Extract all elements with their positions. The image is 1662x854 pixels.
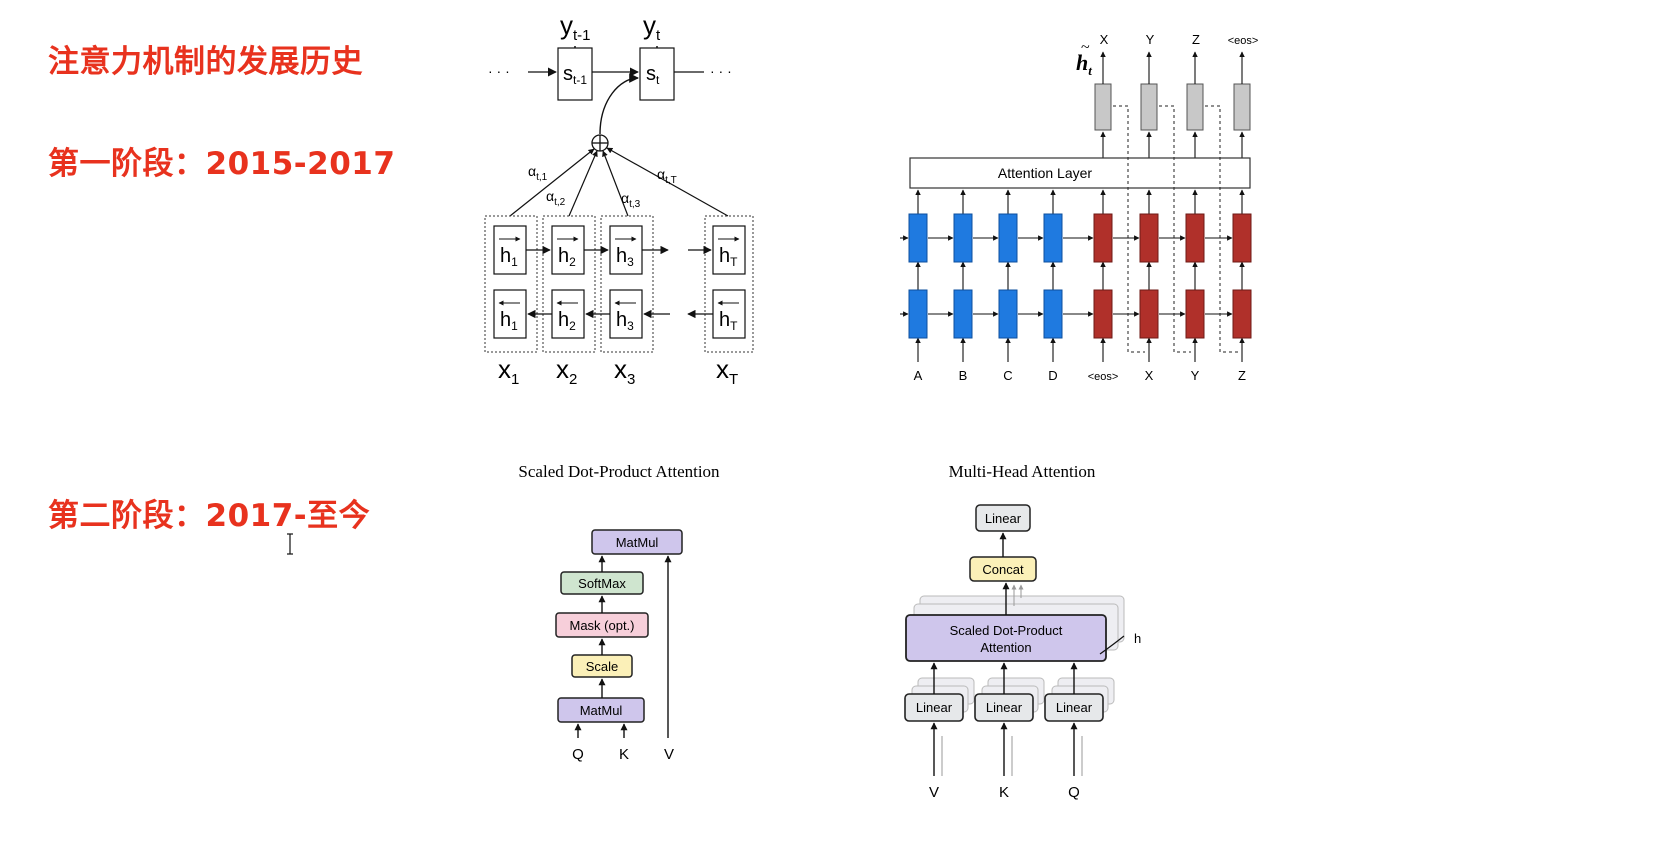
y-prev-label: yt-1 <box>560 10 591 44</box>
luong-in-Z: Z <box>1238 368 1246 383</box>
backward-states: h1 h2 h3 hT <box>493 289 746 339</box>
s-prev-box <box>557 47 593 101</box>
sdpa-matmul-bottom-label: MatMul <box>580 703 623 718</box>
h-backward-2: h2 <box>558 309 576 333</box>
encoder-boxes <box>908 213 1063 339</box>
h-backward-1: h1 <box>500 309 518 333</box>
attention-layer-box <box>909 157 1251 189</box>
forward-states: h1 h2 h3 hT <box>493 225 746 275</box>
alpha-tT: αt,T <box>657 166 677 186</box>
sdpa-matmul-top-label: MatMul <box>616 535 659 550</box>
page-title: 注意力机制的发展历史 <box>48 44 363 80</box>
mha-title: Multi-Head Attention <box>949 462 1096 481</box>
h-backward-T: hT <box>719 309 738 333</box>
mha-input-K: K <box>999 784 1009 801</box>
decoder-boxes <box>1093 213 1252 339</box>
luong-in-D: D <box>1048 368 1057 383</box>
luong-attention-diagram: ht ~ X Y Z <eos> Attention Layer <box>900 32 1258 383</box>
luong-out-Y: Y <box>1146 32 1155 47</box>
luong-out-eos: <eos> <box>1228 35 1259 47</box>
mha-input-V: V <box>929 784 939 801</box>
luong-in-Y: Y <box>1191 368 1200 383</box>
multi-head-diagram: Multi-Head Attention Linear Concat Scale… <box>904 462 1141 801</box>
h-forward-1: h1 <box>500 245 518 269</box>
mha-linear-top <box>975 504 1031 532</box>
column-T <box>704 215 754 353</box>
linear-v-label: Linear <box>916 700 953 715</box>
tilde-mark: ~ <box>1081 39 1090 56</box>
luong-output-boxes <box>1094 83 1251 131</box>
sdpa-matmul-top <box>591 529 683 555</box>
dots-right: · · · <box>710 63 732 79</box>
luong-in-eos: <eos> <box>1088 371 1119 383</box>
scaled-dot-product-diagram: Scaled Dot-Product Attention MatMul Soft… <box>518 462 720 763</box>
linear-k-label: Linear <box>986 700 1023 715</box>
dots-left: · · · <box>488 63 510 79</box>
sdpa-title: Scaled Dot-Product Attention <box>518 462 720 481</box>
stage-two-heading: 第二阶段：2017-至今 <box>48 498 371 534</box>
text-cursor-icon <box>287 533 293 555</box>
bahdanau-attention-diagram: yt-1 yt st-1 st · · · · · · αt,1 αt,2 αt… <box>484 10 754 388</box>
mask-label: Mask (opt.) <box>569 618 634 633</box>
scale-label: Scale <box>586 659 619 674</box>
alpha-t3: αt,3 <box>621 190 641 210</box>
h-forward-3: h3 <box>616 245 634 269</box>
mha-sdpa-label-2: Attention <box>980 640 1031 655</box>
mha-input-Q: Q <box>1068 784 1080 801</box>
s-cur-box <box>639 47 675 101</box>
luong-out-Z: Z <box>1192 32 1200 47</box>
y-cur-label: yt <box>643 10 661 44</box>
x-3: x3 <box>614 354 635 388</box>
h-forward-T: hT <box>719 245 738 269</box>
luong-out-X: X <box>1100 32 1109 47</box>
concat-label: Concat <box>982 562 1024 577</box>
luong-in-C: C <box>1003 368 1012 383</box>
luong-in-A: A <box>914 368 923 383</box>
sdpa-input-V: V <box>664 746 674 763</box>
x-T: xT <box>716 354 738 388</box>
sdpa-matmul-bottom <box>557 697 645 723</box>
x-1: x1 <box>498 354 519 388</box>
s-prev-label: st-1 <box>563 63 587 87</box>
h-tilde-label: ht <box>1076 50 1092 78</box>
mha-linear-top-label: Linear <box>985 511 1022 526</box>
attention-layer-label: Attention Layer <box>998 165 1093 181</box>
sdpa-input-Q: Q <box>572 746 584 763</box>
h-heads-label: h <box>1134 631 1141 646</box>
h-backward-3: h3 <box>616 309 634 333</box>
column-3 <box>600 215 654 353</box>
stage-one-heading: 第一阶段：2015-2017 <box>48 146 396 182</box>
column-1 <box>484 215 538 353</box>
alpha-t2: αt,2 <box>546 188 566 208</box>
luong-in-B: B <box>959 368 968 383</box>
x-2: x2 <box>556 354 577 388</box>
softmax-label: SoftMax <box>578 576 626 591</box>
mha-sdpa-label-1: Scaled Dot-Product <box>950 623 1063 638</box>
column-2 <box>542 215 596 353</box>
alpha-t1: αt,1 <box>528 163 548 183</box>
h-forward-2: h2 <box>558 245 576 269</box>
luong-in-X: X <box>1145 368 1154 383</box>
sdpa-input-K: K <box>619 746 629 763</box>
s-cur-label: st <box>646 63 660 87</box>
linear-q-label: Linear <box>1056 700 1093 715</box>
